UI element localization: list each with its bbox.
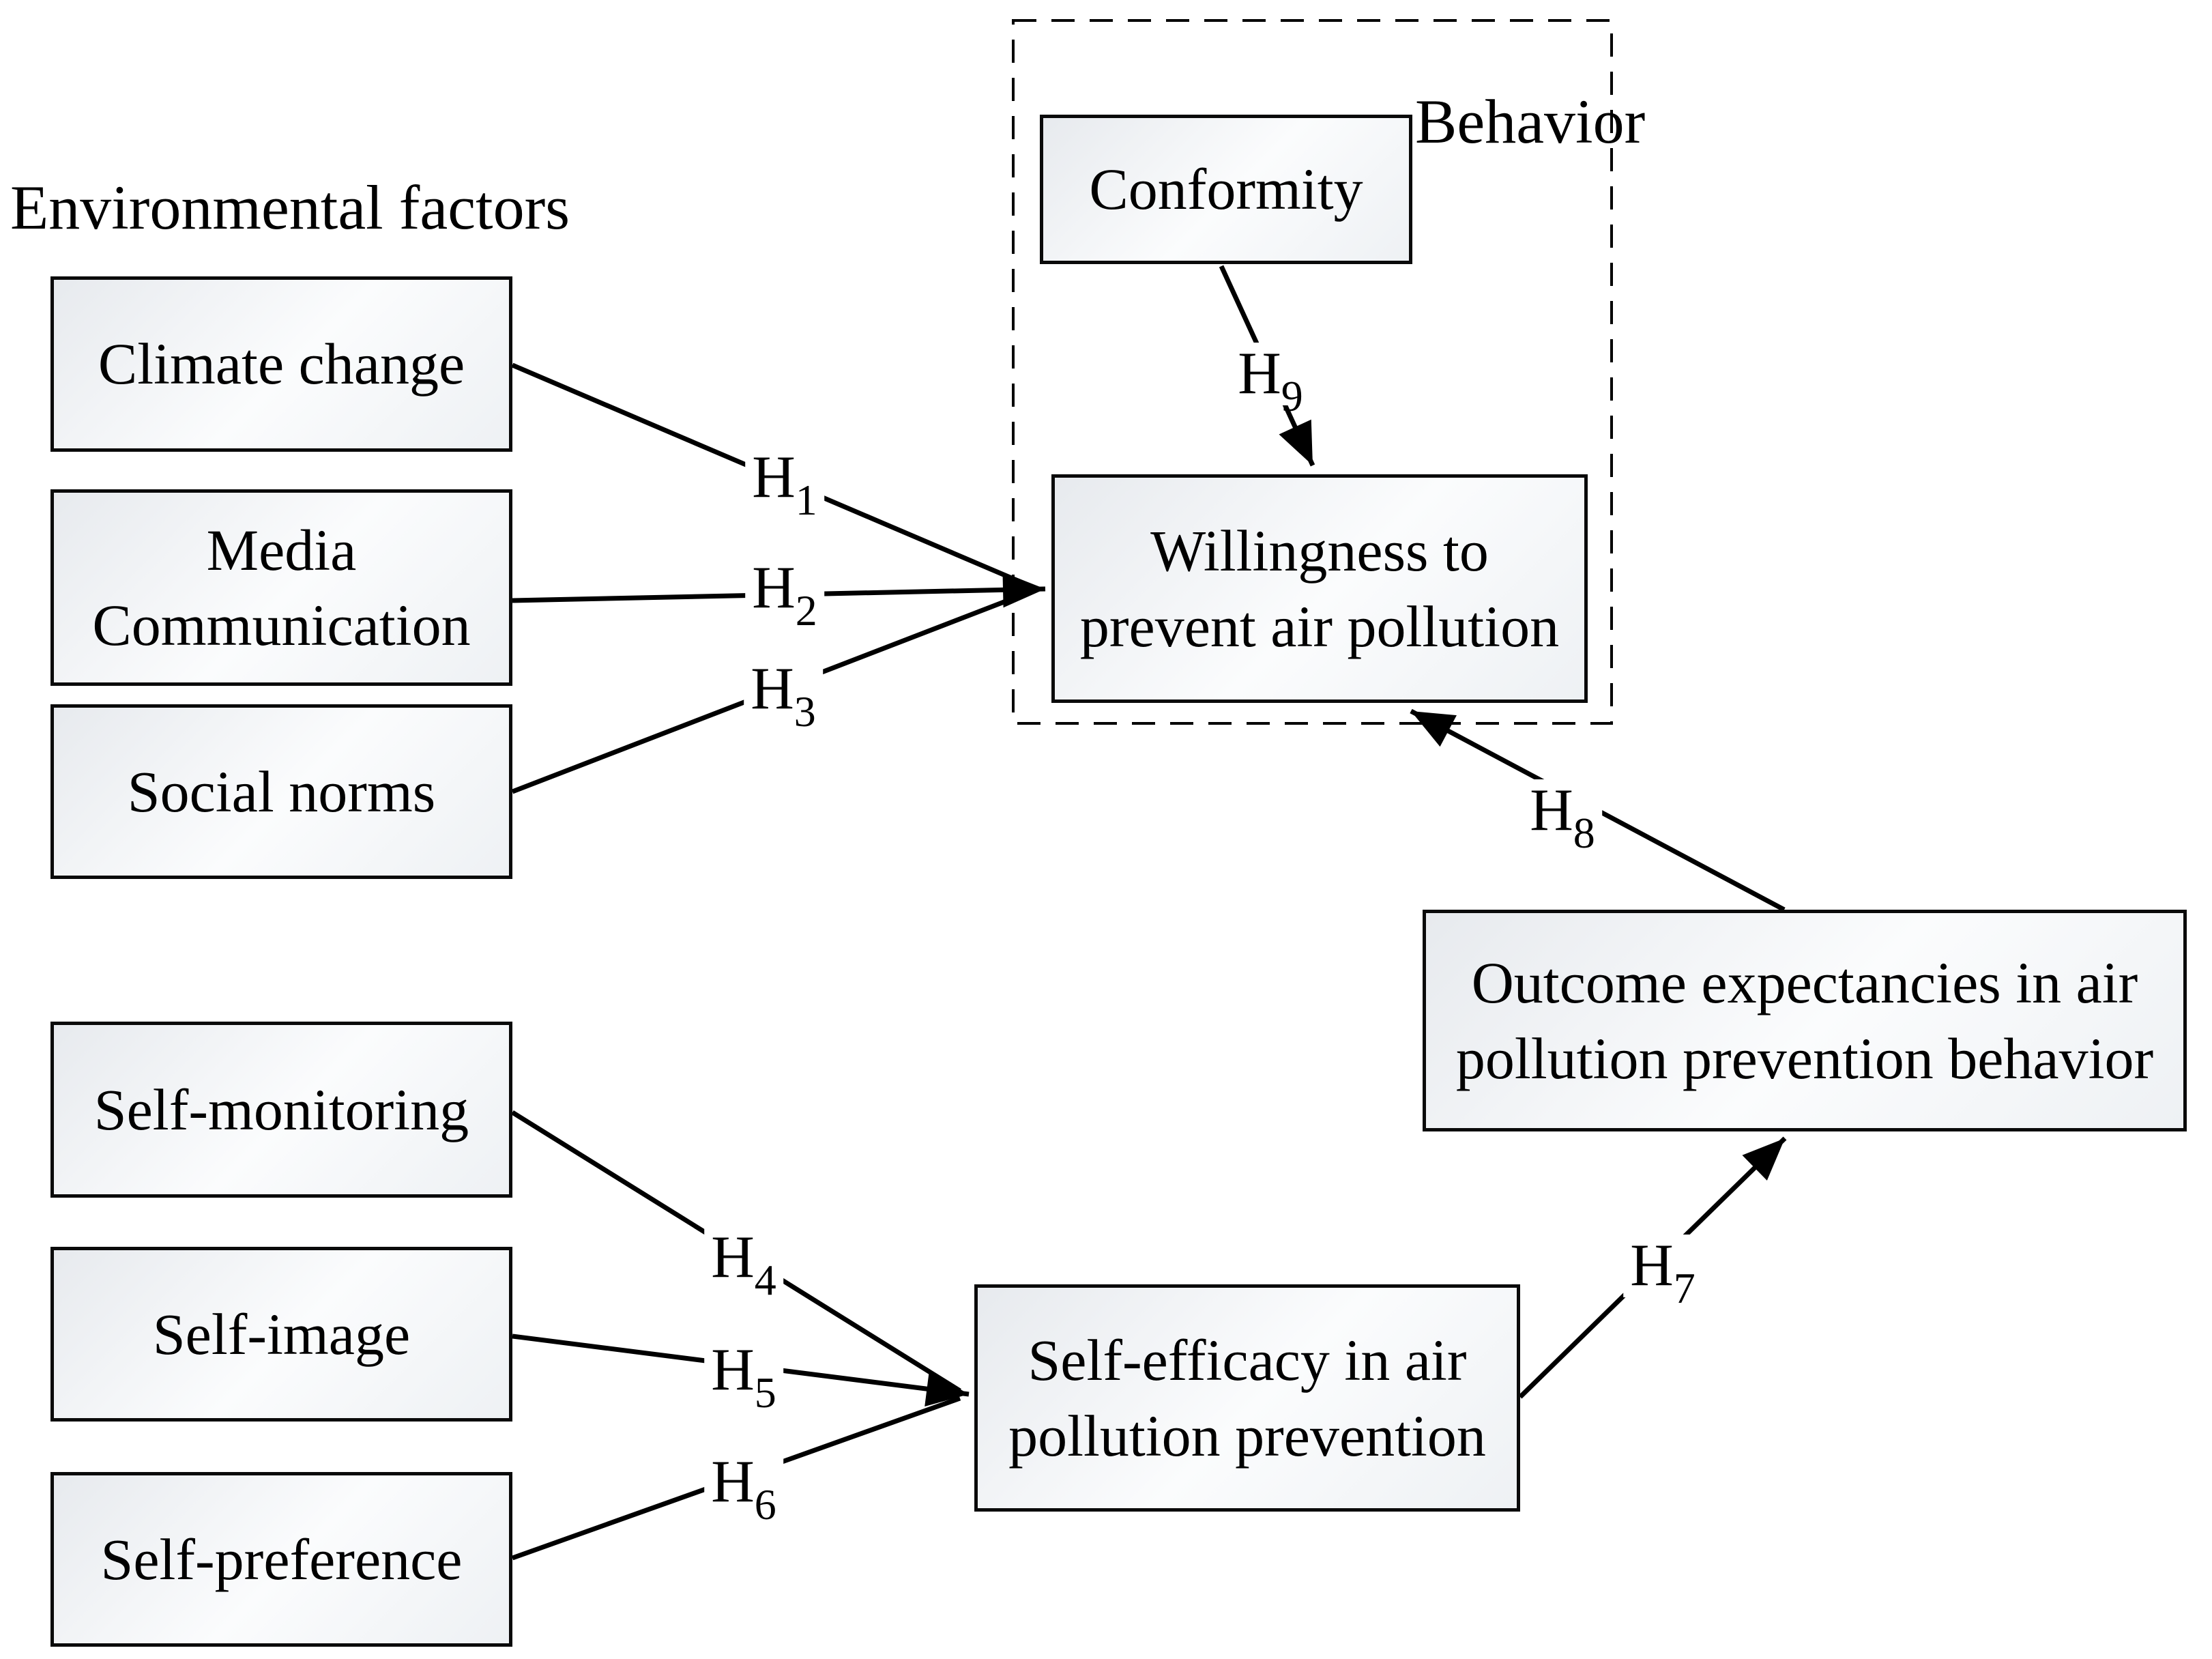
box-social-norms: Social norms (50, 704, 512, 879)
box-self-efficacy-line1: Self-efficacy in air (1028, 1327, 1467, 1394)
box-conformity-label: Conformity (1089, 156, 1363, 222)
box-self-preference-label: Self-preference (100, 1526, 463, 1592)
h4-label: H4 (704, 1226, 783, 1302)
box-willingness: Willingness to prevent air pollution (1051, 474, 1588, 703)
box-self-monitoring: Self-monitoring (50, 1022, 512, 1198)
box-self-preference: Self-preference (50, 1472, 512, 1647)
box-social-norms-label: Social norms (127, 758, 436, 824)
h2-label: H2 (745, 557, 824, 633)
h5-label: H5 (704, 1339, 783, 1415)
h3-label: H3 (744, 658, 823, 734)
box-media-line2: Communication (92, 592, 471, 658)
h9-label: H9 (1231, 343, 1310, 418)
h8-label: H8 (1523, 779, 1602, 855)
box-climate-change: Climate change (50, 276, 512, 452)
h1-label: H1 (745, 446, 824, 522)
box-self-image-label: Self-image (152, 1301, 411, 1367)
box-outcome-line1: Outcome expectancies in air (1471, 950, 2138, 1016)
box-outcome-line2: pollution prevention behavior (1455, 1025, 2154, 1091)
h7-label: H7 (1623, 1235, 1702, 1310)
behavior-group-label: Behavior (1415, 87, 1646, 156)
box-willingness-line1: Willingness to (1150, 518, 1489, 584)
box-willingness-line2: prevent air pollution (1079, 593, 1560, 659)
box-self-image: Self-image (50, 1247, 512, 1422)
diagram-title: Environmental factors (10, 173, 570, 242)
box-self-efficacy: Self-efficacy in air pollution preventio… (974, 1284, 1520, 1512)
box-media-communication: Media Communication (50, 489, 512, 686)
box-media-line1: Media (206, 517, 357, 583)
box-self-monitoring-label: Self-monitoring (93, 1076, 469, 1142)
box-self-efficacy-line2: pollution prevention (1008, 1402, 1486, 1469)
h6-label: H6 (704, 1451, 783, 1527)
box-outcome-expectancies: Outcome expectancies in air pollution pr… (1423, 910, 2187, 1131)
box-conformity: Conformity (1040, 115, 1412, 264)
box-climate-change-label: Climate change (98, 331, 465, 397)
